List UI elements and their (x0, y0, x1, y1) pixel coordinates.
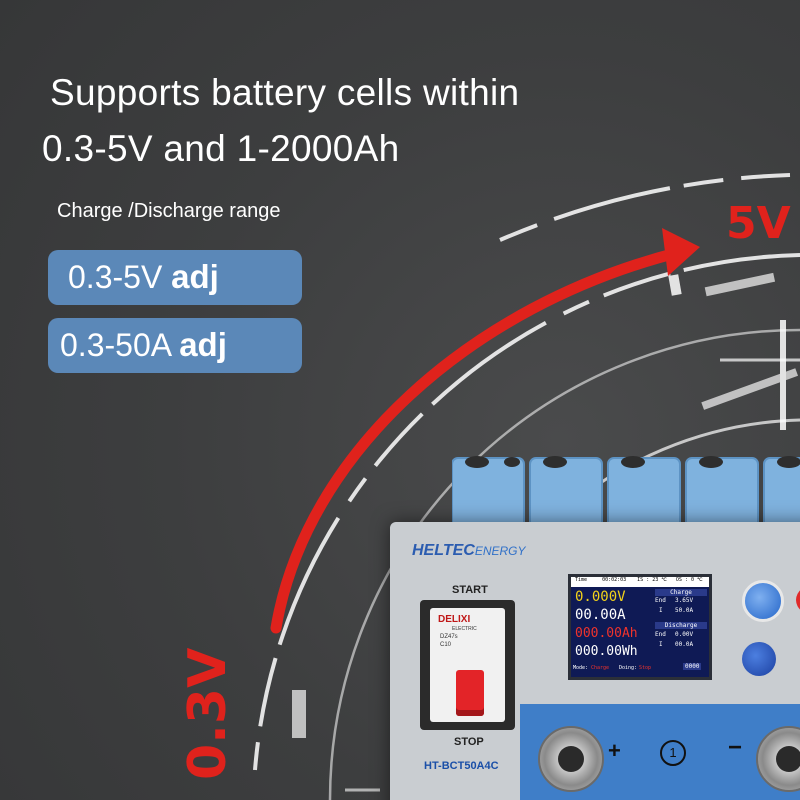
range-arrow (270, 246, 686, 634)
current-range-value: 0.3-50A (60, 327, 171, 363)
dial-min-label: 0.3V (178, 647, 238, 780)
terminal-panel: + 1 − (520, 704, 800, 800)
lcd-current: 00.00A (575, 607, 626, 623)
breaker-housing: DELIXI ELECTRIC DZ47s C10 (420, 600, 515, 730)
model-label: HT-BCT50A4C (424, 760, 499, 772)
lcd-energy: 000.00Wh (575, 644, 638, 659)
voltage-range-value: 0.3-5V (68, 259, 163, 295)
voltage-range-pill: 0.3-5V adj (48, 250, 302, 305)
breaker: DELIXI ELECTRIC DZ47s C10 (430, 608, 505, 722)
lcd-voltage: 0.000V (575, 589, 626, 605)
red-button-top[interactable] (796, 584, 800, 616)
dial-max-label: 5V (726, 198, 791, 249)
channel-number: 1 (660, 740, 686, 766)
start-label: START (452, 584, 488, 596)
lcd-status-bar: Time 00:02:03 IS : 23 ℃ OS : 0 ℃ (571, 577, 709, 587)
positive-label: + (608, 738, 621, 763)
adjust-knob[interactable] (742, 580, 784, 622)
positive-terminal[interactable] (538, 726, 604, 792)
range-arrow-head (662, 228, 700, 276)
lcd-screen: Time 00:02:03 IS : 23 ℃ OS : 0 ℃ 0.000V … (568, 574, 712, 680)
range-label: Charge /Discharge range (57, 200, 281, 222)
breaker-toggle[interactable] (456, 670, 484, 716)
brand-logo: HELTECENERGY (412, 542, 526, 559)
gauge-top-arc (499, 173, 791, 242)
negative-label: − (728, 734, 743, 761)
gauge-ticks (292, 272, 799, 738)
headline-line-1: Supports battery cells within (50, 72, 520, 113)
breaker-brand: DELIXI (438, 614, 471, 625)
headline-line-2: 0.3-5V and 1-2000Ah (42, 128, 400, 169)
voltage-range-suffix: adj (171, 258, 219, 295)
stop-label: STOP (454, 736, 484, 748)
lcd-capacity: 000.00Ah (575, 626, 638, 641)
select-button[interactable] (742, 642, 776, 676)
charger-device: HELTECENERGY START DELIXI ELECTRIC DZ47s… (390, 522, 800, 800)
current-range-suffix: adj (179, 326, 227, 363)
negative-terminal[interactable] (756, 726, 800, 792)
current-range-pill: 0.3-50A adj (48, 318, 302, 373)
